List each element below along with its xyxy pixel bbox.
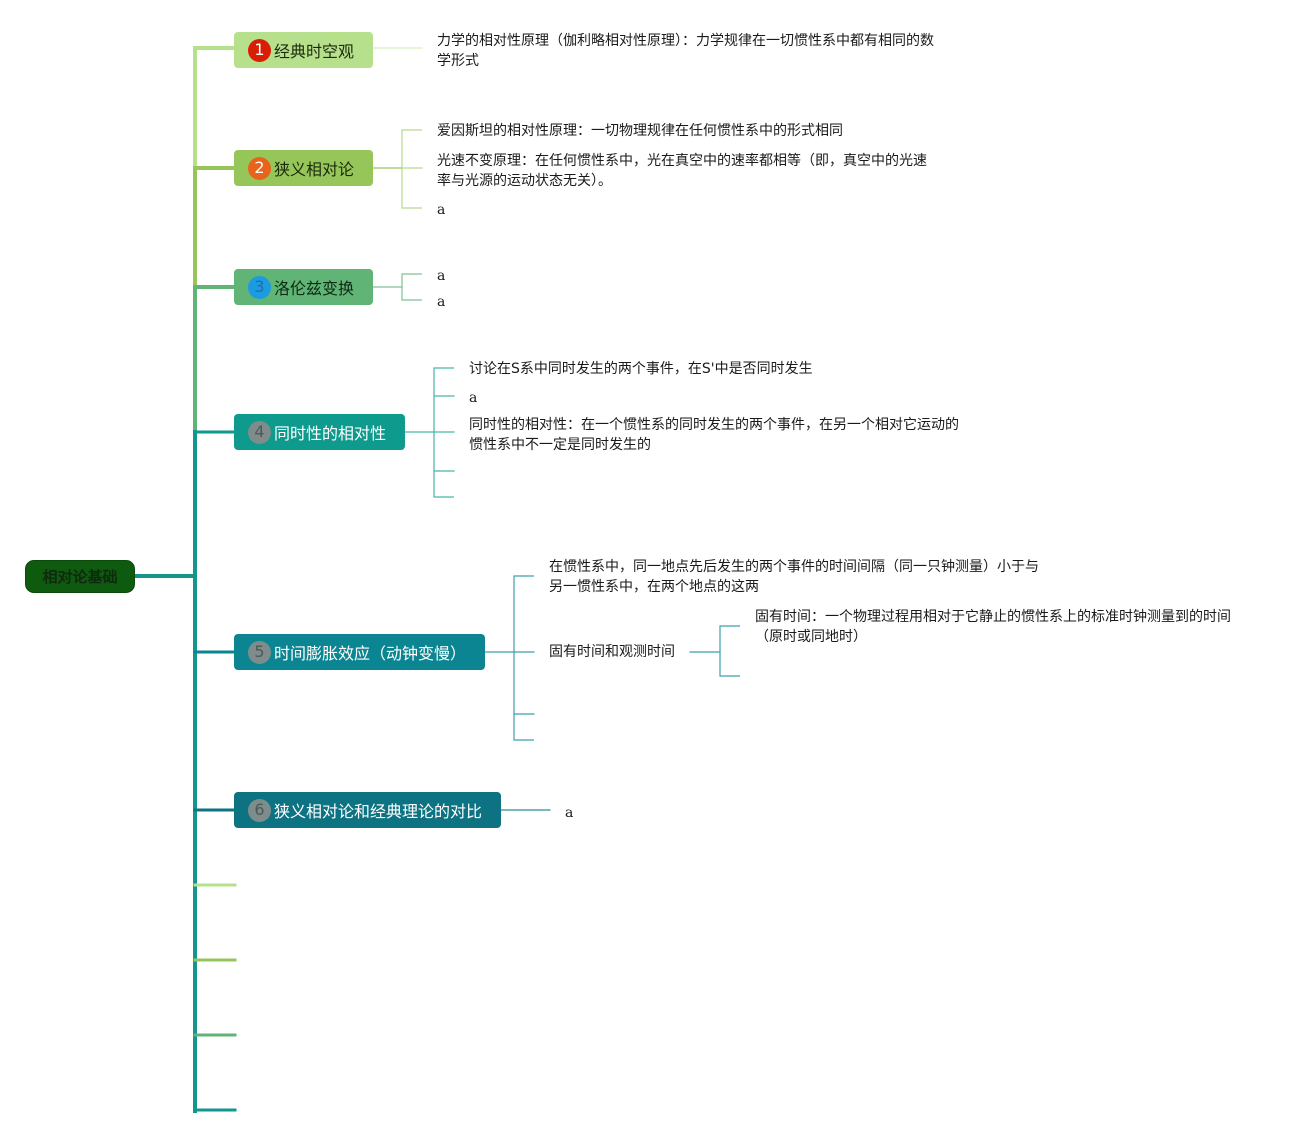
number-badge-icon: 5: [248, 640, 271, 664]
branch-label: 狭义相对论: [274, 160, 355, 179]
number-badge-icon: 4: [248, 420, 271, 444]
root-node[interactable]: 相对论基础: [25, 560, 135, 593]
root-label: 相对论基础: [42, 568, 118, 586]
note-4-3: 同时性的相对性：在一个惯性系的同时发生的两个事件，在另一个相对它运动的惯性系中不…: [469, 417, 959, 453]
note-bracket: [513, 575, 534, 741]
number-badge-icon: 2: [248, 156, 271, 180]
note-bracket: [401, 129, 422, 209]
branch-label: 洛伦兹变换: [274, 279, 355, 298]
branch-label: 时间膨胀效应（动钟变慢）: [274, 644, 467, 663]
note-3-2: a: [437, 294, 446, 310]
branch-node-6[interactable]: 6 狭义相对论和经典理论的对比: [234, 792, 501, 828]
note-1-1: 力学的相对性原理（伽利略相对性原理）：力学规律在一切惯性系中都有相同的数学形式: [437, 33, 934, 69]
branch-node-1[interactable]: 1 经典时空观: [234, 32, 373, 68]
branch-node-2[interactable]: 2 狭义相对论: [234, 150, 373, 186]
number-badge-icon: 3: [248, 275, 271, 299]
number-badge-icon: 1: [248, 38, 271, 62]
note-2-3: a: [437, 202, 446, 218]
branch-label: 同时性的相对性: [274, 424, 387, 443]
branch-node-4[interactable]: 4 同时性的相对性: [234, 414, 405, 450]
note-5-2: 固有时间和观测时间: [549, 644, 675, 660]
branch-label: 经典时空观: [274, 42, 355, 61]
note-6-1: a: [565, 805, 574, 821]
note-3-1: a: [437, 268, 446, 284]
note-bracket: [401, 273, 422, 301]
note-5-1: 在惯性系中，同一地点先后发生的两个事件的时间间隔（同一只钟测量）小于与另一惯性系…: [549, 559, 1039, 595]
branch-node-5[interactable]: 5 时间膨胀效应（动钟变慢）: [234, 634, 485, 670]
note-2-1: 爱因斯坦的相对性原理：一切物理规律在任何惯性系中的形式相同: [437, 123, 843, 139]
note-5-2-1: 固有时间：一个物理过程用相对于它静止的惯性系上的标准时钟测量到的时间（原时或同地…: [755, 609, 1231, 645]
branch-label: 狭义相对论和经典理论的对比: [274, 802, 483, 821]
note-2-2: 光速不变原理：在任何惯性系中，光在真空中的速率都相等（即，真空中的光速率与光源的…: [437, 153, 927, 189]
note-4-1: 讨论在S系中同时发生的两个事件，在S'中是否同时发生: [469, 361, 813, 377]
note-bracket: [719, 625, 740, 677]
note-4-2: a: [469, 390, 478, 406]
branch-node-3[interactable]: 3 洛伦兹变换: [234, 269, 373, 305]
number-badge-icon: 6: [248, 798, 271, 822]
